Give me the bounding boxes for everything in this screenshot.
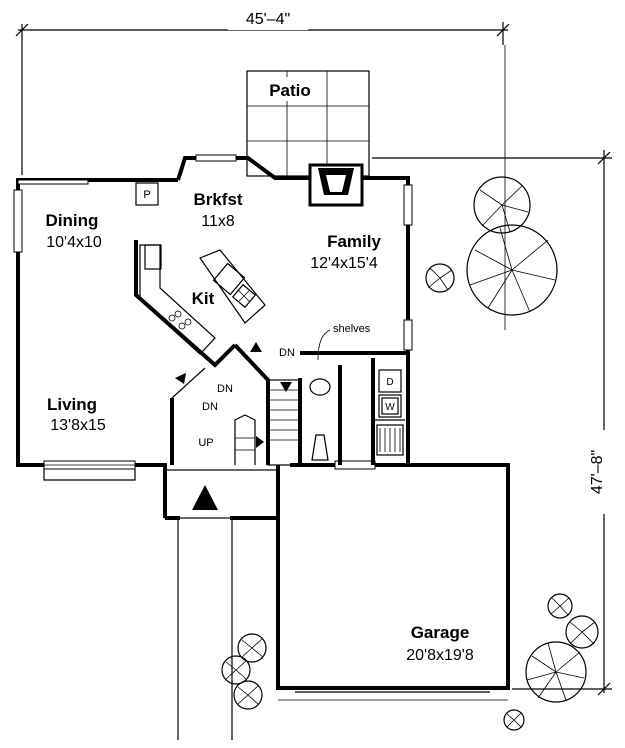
pantry-label: P — [143, 189, 150, 201]
shelves-callout: shelves — [317, 323, 371, 361]
tree-icon — [425, 263, 455, 293]
kit-label: Kit — [192, 289, 215, 308]
tree-icon — [525, 641, 587, 703]
stair-dn-top-label: DN — [279, 347, 295, 359]
brkfst-size: 11x8 — [201, 213, 235, 230]
windows — [13, 154, 413, 481]
tree-icon — [473, 176, 531, 234]
family-label: Family — [327, 232, 381, 251]
tree-icon — [503, 709, 525, 731]
depth-dimension: 47'–8" — [372, 45, 612, 696]
pantry: P — [135, 182, 159, 206]
powder-room — [309, 378, 331, 461]
depth-dimension-label: 47'–8" — [589, 450, 606, 494]
dining-size: 10'4x10 — [46, 234, 102, 251]
kitchen-counters — [134, 240, 237, 368]
brkfst-label: Brkfst — [193, 190, 242, 209]
garage-label: Garage — [411, 623, 470, 642]
garage-door — [278, 691, 508, 701]
tree-icon — [233, 680, 263, 710]
fireplace — [308, 163, 364, 207]
tree-icon — [221, 655, 251, 685]
shelves-label: shelves — [333, 323, 371, 335]
tree-icon — [237, 633, 267, 663]
garage-size: 20'8x19'8 — [406, 647, 474, 664]
stair-dn-low-label: DN — [202, 401, 218, 413]
staircase — [175, 342, 301, 466]
stair-dn-mid-label: DN — [217, 383, 233, 395]
dryer-label: D — [386, 377, 393, 388]
entry-porch — [164, 469, 279, 740]
patio-label: Patio — [269, 81, 311, 100]
width-dimension-label: 45'–4" — [246, 11, 290, 28]
stair-up-label: UP — [198, 437, 213, 449]
kitchen-island — [199, 249, 266, 324]
washer-label: W — [385, 402, 395, 413]
patio-area: Patio — [246, 70, 370, 177]
living-label: Living — [47, 395, 97, 414]
width-dimension: 45'–4" — [15, 10, 510, 175]
living-size: 13'8x15 — [50, 417, 106, 434]
tree-icon — [565, 615, 599, 649]
dining-label: Dining — [46, 211, 99, 230]
laundry-appliances: D W — [378, 369, 402, 418]
tree-icon — [547, 593, 573, 619]
family-size: 12'4x15'4 — [310, 255, 378, 272]
entry-arrow-icon — [192, 485, 218, 510]
exterior-walls — [16, 156, 510, 690]
tree-icon — [466, 224, 558, 316]
